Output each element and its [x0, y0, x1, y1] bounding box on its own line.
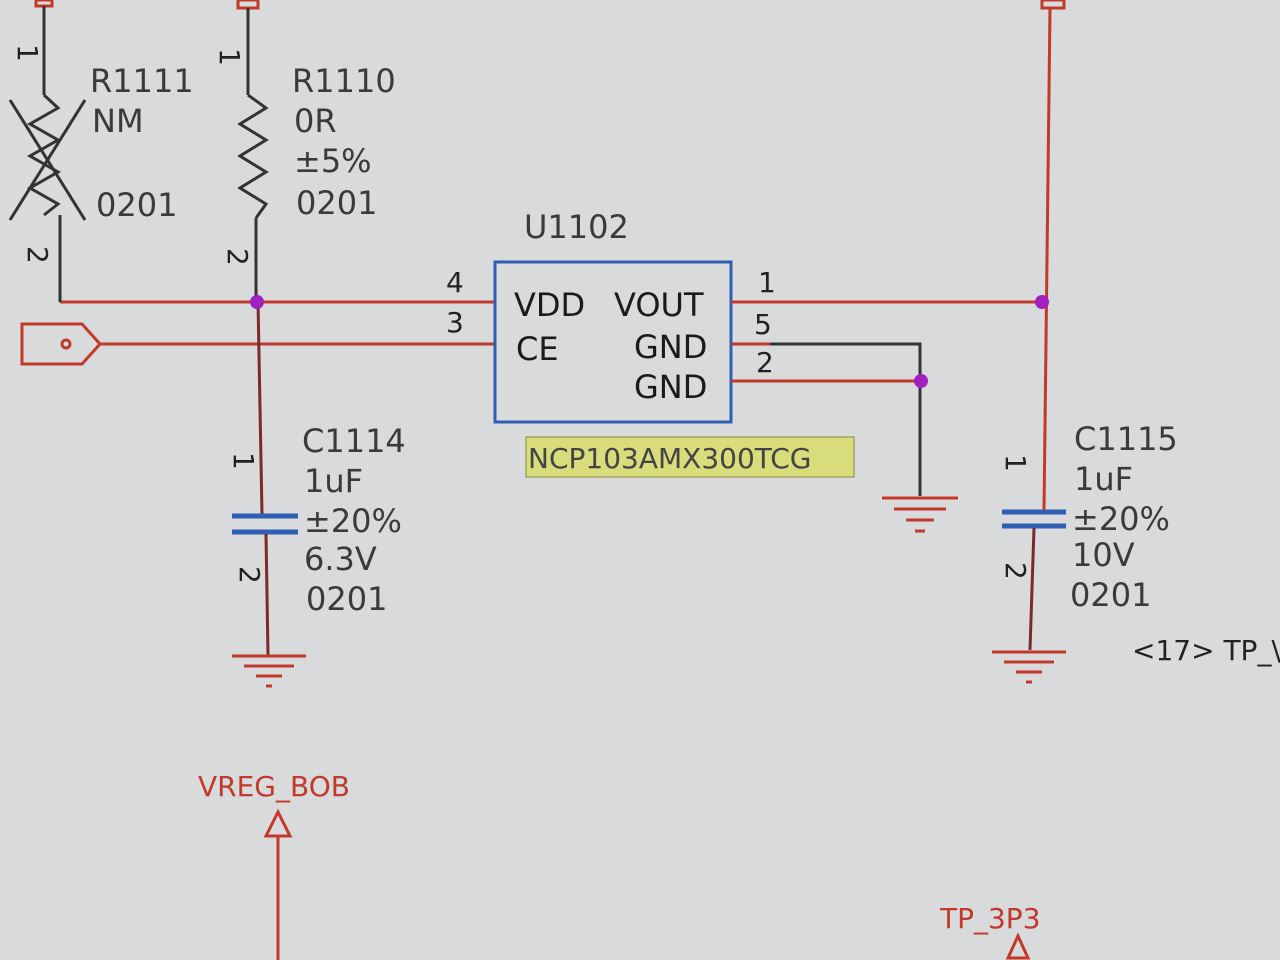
capacitor-c1114[interactable]: 1 2 C1114 1uF ±20% 6.3V 0201: [227, 301, 406, 657]
r1110-top-port: [236, 0, 260, 10]
vreg-bob-label: VREG_BOB: [198, 770, 350, 803]
c1114-value: 1uF: [304, 462, 363, 500]
junction-gnd: [914, 374, 928, 388]
r1111-value: NM: [92, 102, 144, 140]
c1114-tolerance: ±20%: [304, 502, 402, 540]
tp-3p3-label: TP_3P3: [939, 902, 1041, 935]
c1115-ground-symbol: [992, 650, 1066, 684]
c1114-pin2: 2: [233, 566, 266, 584]
junction-vdd: [250, 295, 264, 309]
r1110-tolerance: ±5%: [294, 142, 372, 180]
c1115-pin2: 2: [999, 562, 1032, 580]
u1102-label-gnd1: GND: [634, 328, 707, 366]
c1114-ground-symbol: [232, 654, 306, 688]
u1102-pin-gnd2-num: 2: [756, 346, 774, 379]
u1102-part-number-highlight: [525, 436, 855, 478]
r1110-body: [237, 93, 269, 219]
u1102-label-vdd: VDD: [514, 286, 585, 324]
regulator-u1102[interactable]: U1102 4 3 1 5 2 VDD CE VOUT GND GND NCP1…: [446, 208, 855, 478]
r1111-top-port: [34, 0, 54, 8]
r1110-pin2: 2: [221, 248, 254, 266]
resistor-r1111[interactable]: 1 2 R1111 NM 0201: [8, 0, 194, 302]
r1111-not-mounted-x2: [8, 99, 87, 221]
r1110-ref: R1110: [292, 62, 396, 100]
c1114-lead-bottom: [264, 533, 270, 657]
u1102-pin-gnd1-num: 5: [754, 308, 772, 341]
u1102-pin-ce-num: 3: [446, 306, 464, 339]
capacitor-c1115[interactable]: 1 2 C1115 1uF ±20% 10V 0201: [999, 420, 1178, 651]
u1102-ref: U1102: [524, 208, 629, 246]
c1114-lead-top: [256, 301, 264, 515]
r1111-pin2: 2: [21, 246, 54, 264]
c1114-package: 0201: [306, 580, 387, 618]
c1114-voltage: 6.3V: [304, 540, 377, 578]
c1115-ref: C1115: [1074, 420, 1178, 458]
ce-offpage-port[interactable]: [20, 322, 103, 366]
u1102-pin-vdd-num: 4: [446, 266, 464, 299]
tp-3p3-power-port[interactable]: TP_3P3: [939, 902, 1041, 960]
r1111-body: [26, 93, 62, 217]
c1115-voltage: 10V: [1072, 536, 1135, 574]
junction-vout: [1035, 295, 1049, 309]
u1102-ground-symbol: [882, 496, 958, 533]
u1102-label-gnd2: GND: [634, 368, 707, 406]
resistor-r1110[interactable]: 1 2 R1110 0R ±5% 0201: [213, 0, 396, 302]
r1111-package: 0201: [96, 186, 177, 224]
r1110-value: 0R: [294, 102, 337, 140]
u1102-part-number: NCP103AMX300TCG: [528, 442, 811, 475]
gnd-pin5-wire: [731, 342, 922, 381]
u1102-label-ce: CE: [516, 330, 559, 368]
c1115-pin1: 1: [999, 454, 1032, 472]
vout-rail[interactable]: [1042, 7, 1052, 511]
rail-top-port: [1040, 0, 1066, 10]
ce-port-mark: [60, 338, 72, 350]
vreg-bob-power-port[interactable]: VREG_BOB: [198, 770, 350, 960]
c1115-package: 0201: [1070, 576, 1151, 614]
u1102-pin-vout-num: 1: [758, 266, 776, 299]
c1115-lead-bottom: [1028, 527, 1036, 651]
u1102-body: [493, 260, 733, 424]
c1114-ref: C1114: [302, 422, 406, 460]
tp-3p3-arrow: [1005, 932, 1031, 960]
c1114-pin1: 1: [227, 452, 260, 470]
offpage-reference-label: <17> TP_\: [1132, 634, 1280, 667]
r1111-pin1: 1: [11, 44, 44, 62]
c1115-tolerance: ±20%: [1072, 500, 1170, 538]
r1110-package: 0201: [296, 184, 377, 222]
vreg-bob-arrow: [263, 808, 293, 838]
r1111-ref: R1111: [90, 62, 194, 100]
u1102-label-vout: VOUT: [614, 286, 704, 324]
r1110-pin1: 1: [213, 48, 246, 66]
c1115-value: 1uF: [1074, 460, 1133, 498]
